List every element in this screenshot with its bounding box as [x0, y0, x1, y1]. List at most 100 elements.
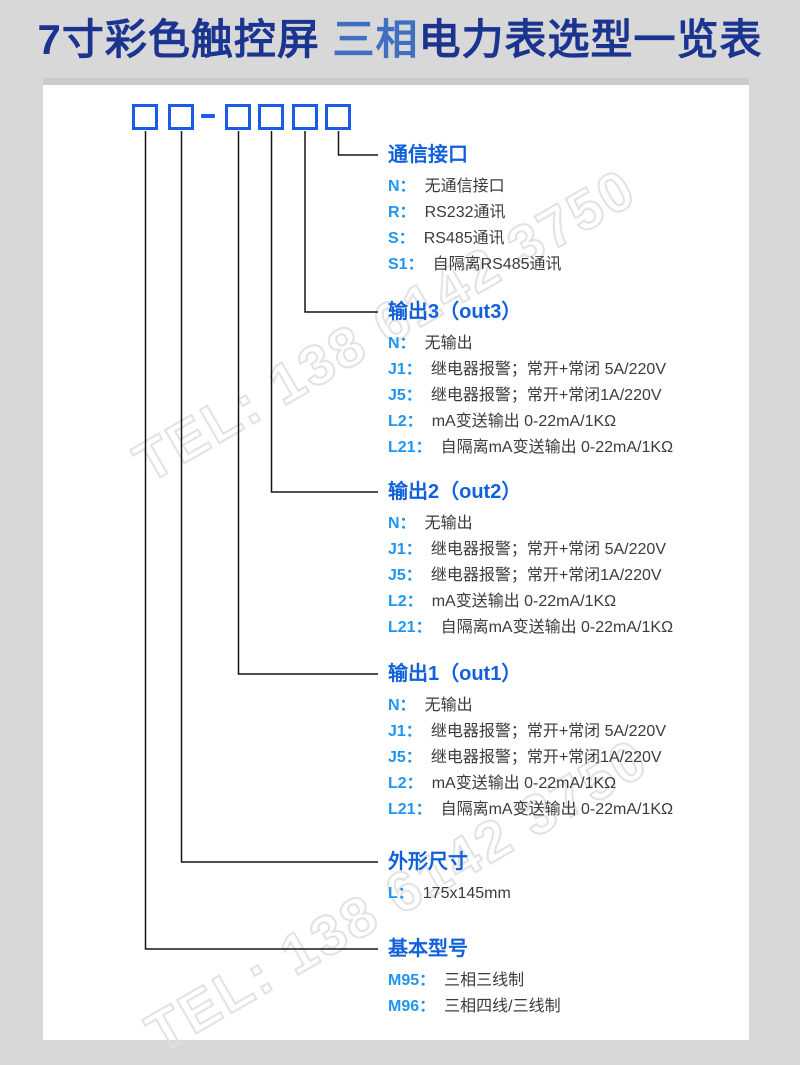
spec-item: N：无通信接口 — [388, 174, 562, 200]
section-items: N：无通信接口 R： RS232通讯 S： RS485通讯 S1： 自隔离RS485通讯 — [388, 174, 562, 278]
spec-item: S： RS485通讯 — [388, 226, 562, 252]
spec-item-code: L21： — [388, 439, 432, 456]
spec-item: J5： 继电器报警；常开+常闭1A/220V — [388, 745, 673, 771]
connector-communication-interface — [337, 131, 378, 156]
model-code-box-1 — [132, 104, 158, 130]
section-title: 输出3（out3） — [388, 301, 522, 323]
spec-item-desc: mA变送输出 0-22mA/1KΩ — [431, 775, 617, 792]
spec-item-desc: 自隔离mA变送输出 0-22mA/1KΩ — [440, 801, 674, 818]
spec-item-code: S： — [388, 230, 415, 247]
page-title-text: 电力表选型一览表 — [418, 16, 763, 63]
section-title: 输出2（out2） — [388, 481, 522, 503]
model-code-box-4 — [258, 104, 284, 130]
spec-item: N： 无输出 — [388, 511, 673, 537]
spec-item: M96： 三相四线/三线制 — [388, 994, 561, 1020]
spec-item-code: L： — [388, 885, 414, 902]
model-code-box-2 — [168, 104, 194, 130]
spec-item-desc: 继电器报警；常开+常闭 5A/220V — [430, 361, 666, 378]
spec-item: L2： mA变送输出 0-22mA/1KΩ — [388, 771, 673, 797]
spec-item-code: J5： — [388, 387, 422, 404]
spec-item-code: J1： — [388, 541, 422, 558]
spec-item-desc: 无输出 — [424, 697, 473, 714]
spec-item-code: J5： — [388, 567, 422, 584]
spec-item-desc: 无输出 — [424, 335, 473, 352]
spec-item-desc: 继电器报警；常开+常闭 5A/220V — [430, 723, 666, 740]
section-title: 输出1（out1） — [388, 663, 522, 685]
spec-item-desc: 继电器报警；常开+常闭1A/220V — [430, 387, 662, 404]
spec-item: L： 175x145mm — [388, 881, 511, 907]
spec-item-desc: 无通信接口 — [424, 178, 505, 195]
spec-item-code: L21： — [388, 801, 432, 818]
page-title-highlight: 三相 — [332, 16, 419, 63]
spec-item: L2： mA变送输出 0-22mA/1KΩ — [388, 589, 673, 615]
spec-item-code: R： — [388, 204, 416, 221]
spec-item-code: J1： — [388, 361, 422, 378]
model-code-box-5 — [292, 104, 318, 130]
model-code-dash — [201, 114, 215, 118]
section-title: 通信接口 — [388, 144, 468, 166]
section-title: 外形尺寸 — [388, 851, 468, 873]
spec-item: R： RS232通讯 — [388, 200, 562, 226]
spec-item: N： 无输出 — [388, 331, 673, 357]
model-code-box-3 — [225, 104, 251, 130]
spec-item-code: M96： — [388, 998, 436, 1015]
section-dimensions: 外形尺寸 L： 175x145mm — [388, 849, 511, 907]
spec-item-code: M95： — [388, 972, 436, 989]
spec-item-desc: RS232通讯 — [424, 204, 506, 221]
spec-item: J5： 继电器报警；常开+常闭1A/220V — [388, 383, 673, 409]
spec-item-code: J1： — [388, 723, 422, 740]
page-title-text: 7寸彩色触控屏 — [37, 16, 333, 63]
section-items: M95： 三相三线制 M96： 三相四线/三线制 — [388, 968, 561, 1020]
spec-item-desc: 继电器报警；常开+常闭1A/220V — [430, 567, 662, 584]
connector-lines — [144, 131, 378, 950]
selection-diagram-card: TEL: 138 6142 3750 TEL: 138 6142 3750 通信… — [43, 78, 749, 1065]
spec-item-desc: 自隔离mA变送输出 0-22mA/1KΩ — [440, 619, 674, 636]
connector-output-3 — [304, 131, 378, 313]
spec-item-desc: 自隔离RS485通讯 — [432, 256, 562, 273]
spec-item-desc: 自隔离mA变送输出 0-22mA/1KΩ — [440, 439, 674, 456]
spec-item: J1： 继电器报警；常开+常闭 5A/220V — [388, 357, 673, 383]
spec-item: J5： 继电器报警；常开+常闭1A/220V — [388, 563, 673, 589]
spec-item-desc: 三相四线/三线制 — [444, 998, 561, 1015]
spec-item: N： 无输出 — [388, 693, 673, 719]
section-communication-interface: 通信接口 N：无通信接口 R： RS232通讯 S： RS485通讯 S1： 自隔离RS48… — [388, 142, 562, 278]
spec-item: S1： 自隔离RS485通讯 — [388, 252, 562, 278]
connector-base-model — [144, 131, 378, 950]
spec-item-desc: 175x145mm — [422, 885, 511, 902]
spec-item-code: L2： — [388, 593, 423, 610]
spec-item-code: L2： — [388, 775, 423, 792]
spec-item-desc: 无输出 — [424, 515, 473, 532]
spec-item-desc: 三相三线制 — [444, 972, 525, 989]
section-base-model: 基本型号 M95： 三相三线制 M96： 三相四线/三线制 — [388, 936, 561, 1020]
spec-item: J1： 继电器报警；常开+常闭 5A/220V — [388, 537, 673, 563]
spec-item-code: N： — [388, 335, 416, 352]
spec-item-code: J5： — [388, 749, 422, 766]
spec-item: L2： mA变送输出 0-22mA/1KΩ — [388, 409, 673, 435]
spec-item-code: N： — [388, 515, 416, 532]
page-title: 7寸彩色触控屏 三相电力表选型一览表 — [0, 6, 800, 67]
section-title: 基本型号 — [388, 938, 468, 960]
spec-item: L21： 自隔离mA变送输出 0-22mA/1KΩ — [388, 435, 673, 461]
spec-item-code: S1： — [388, 256, 424, 273]
spec-item-desc: 继电器报警；常开+常闭 5A/220V — [430, 541, 666, 558]
spec-item-code: L2： — [388, 413, 423, 430]
spec-item-code: L21： — [388, 619, 432, 636]
connector-output-1 — [237, 131, 378, 675]
spec-item: L21： 自隔离mA变送输出 0-22mA/1KΩ — [388, 615, 673, 641]
model-code-box-6 — [325, 104, 351, 130]
connector-output-2 — [270, 131, 378, 493]
spec-item: M95： 三相三线制 — [388, 968, 561, 994]
spec-item-desc: mA变送输出 0-22mA/1KΩ — [431, 593, 617, 610]
section-items: L： 175x145mm — [388, 881, 511, 907]
spec-item-desc: mA变送输出 0-22mA/1KΩ — [431, 413, 617, 430]
spec-item-desc: RS485通讯 — [423, 230, 505, 247]
spec-item-code: N： — [388, 697, 416, 714]
spec-item: L21： 自隔离mA变送输出 0-22mA/1KΩ — [388, 797, 673, 823]
spec-item-desc: 继电器报警；常开+常闭1A/220V — [430, 749, 662, 766]
